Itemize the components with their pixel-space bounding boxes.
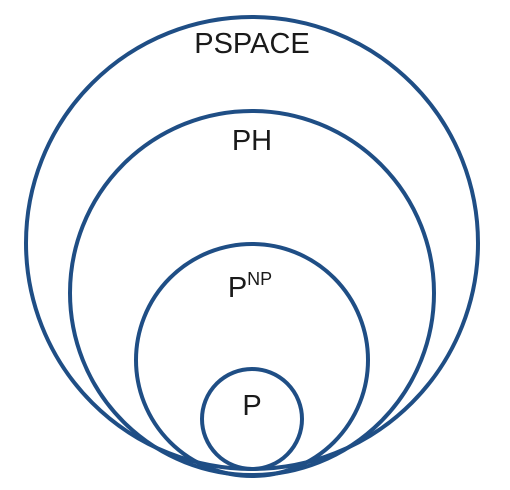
ph-label: PH xyxy=(232,125,272,157)
p-label: P xyxy=(242,390,261,422)
pspace-label: PSPACE xyxy=(194,28,310,60)
pnp-circle xyxy=(134,242,370,478)
pnp-label: PNP xyxy=(228,269,272,304)
p-circle xyxy=(200,367,304,471)
pnp-superscript: NP xyxy=(247,269,272,289)
